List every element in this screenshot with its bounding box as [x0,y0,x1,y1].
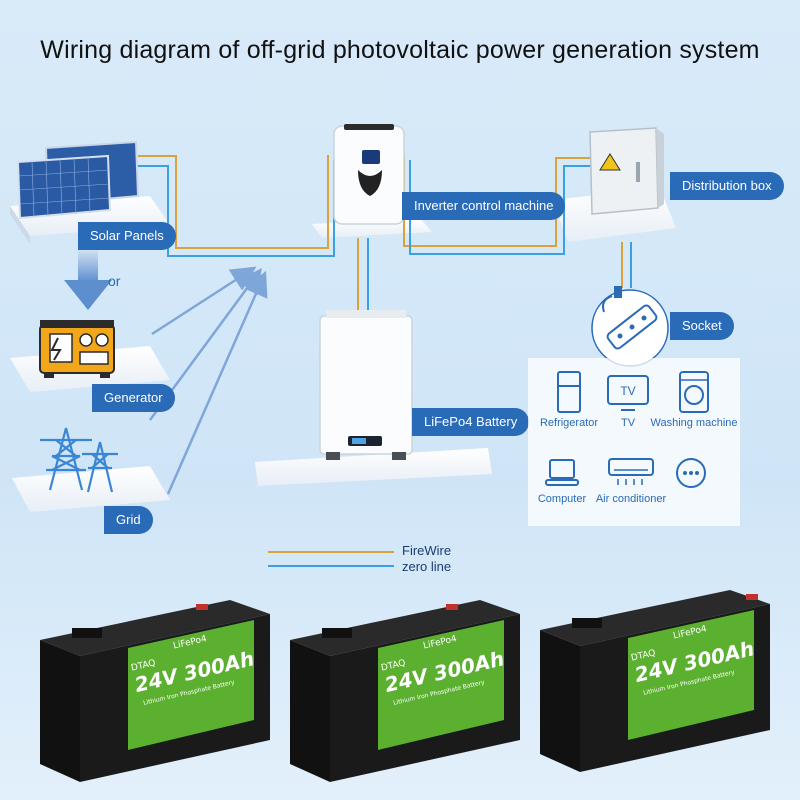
distribution-box-device [589,127,664,215]
tv-icon: TV [607,375,649,411]
inverter-label: Inverter control machine [402,192,566,220]
refrigerator-icon [557,371,581,413]
grid-platform [12,466,170,512]
computer-icon [545,459,579,486]
socket-label: Socket [670,312,734,340]
page-title: Wiring diagram of off-grid photovoltaic … [40,36,760,64]
grid-label: Grid [104,506,153,534]
battery-pack-1 [40,600,270,782]
socket-device [591,286,669,367]
appliance-panel: Refrigerator TV TV Washing machine Comp [528,358,740,526]
or-arrow [64,250,112,310]
appliance-more [674,456,708,493]
power-tower-icon [40,427,118,493]
generator-icon [39,320,115,378]
legend-zero-line: zero line [402,559,452,574]
appliance-computer: Computer [534,456,590,505]
tv-glyph: TV [620,384,635,398]
appliance-refrigerator: Refrigerator [534,370,604,429]
wall-battery-device [319,310,413,460]
legend-fire-wire: FireWire [402,543,452,558]
solar-panel-array [16,140,140,220]
washing-machine-icon [679,371,709,413]
input-arrows [148,266,268,495]
battery-pack-2 [290,600,520,782]
air-conditioner-icon [608,458,654,485]
appliance-air-conditioner: Air conditioner [592,456,670,505]
appliance-washing-machine: Washing machine [648,370,740,429]
battery-pack-3 [540,590,770,772]
solar-panels-label: Solar Panels [78,222,176,250]
battery-platform [255,448,492,486]
inverter-device [333,124,405,225]
more-icon [676,458,706,488]
or-label: or [108,273,121,289]
appliance-tv: TV TV [598,370,658,429]
distribution-box-label: Distribution box [670,172,784,200]
generator-label: Generator [92,384,175,412]
zero-line-lines [138,160,632,318]
battery-label: LiFePo4 Battery [412,408,530,436]
